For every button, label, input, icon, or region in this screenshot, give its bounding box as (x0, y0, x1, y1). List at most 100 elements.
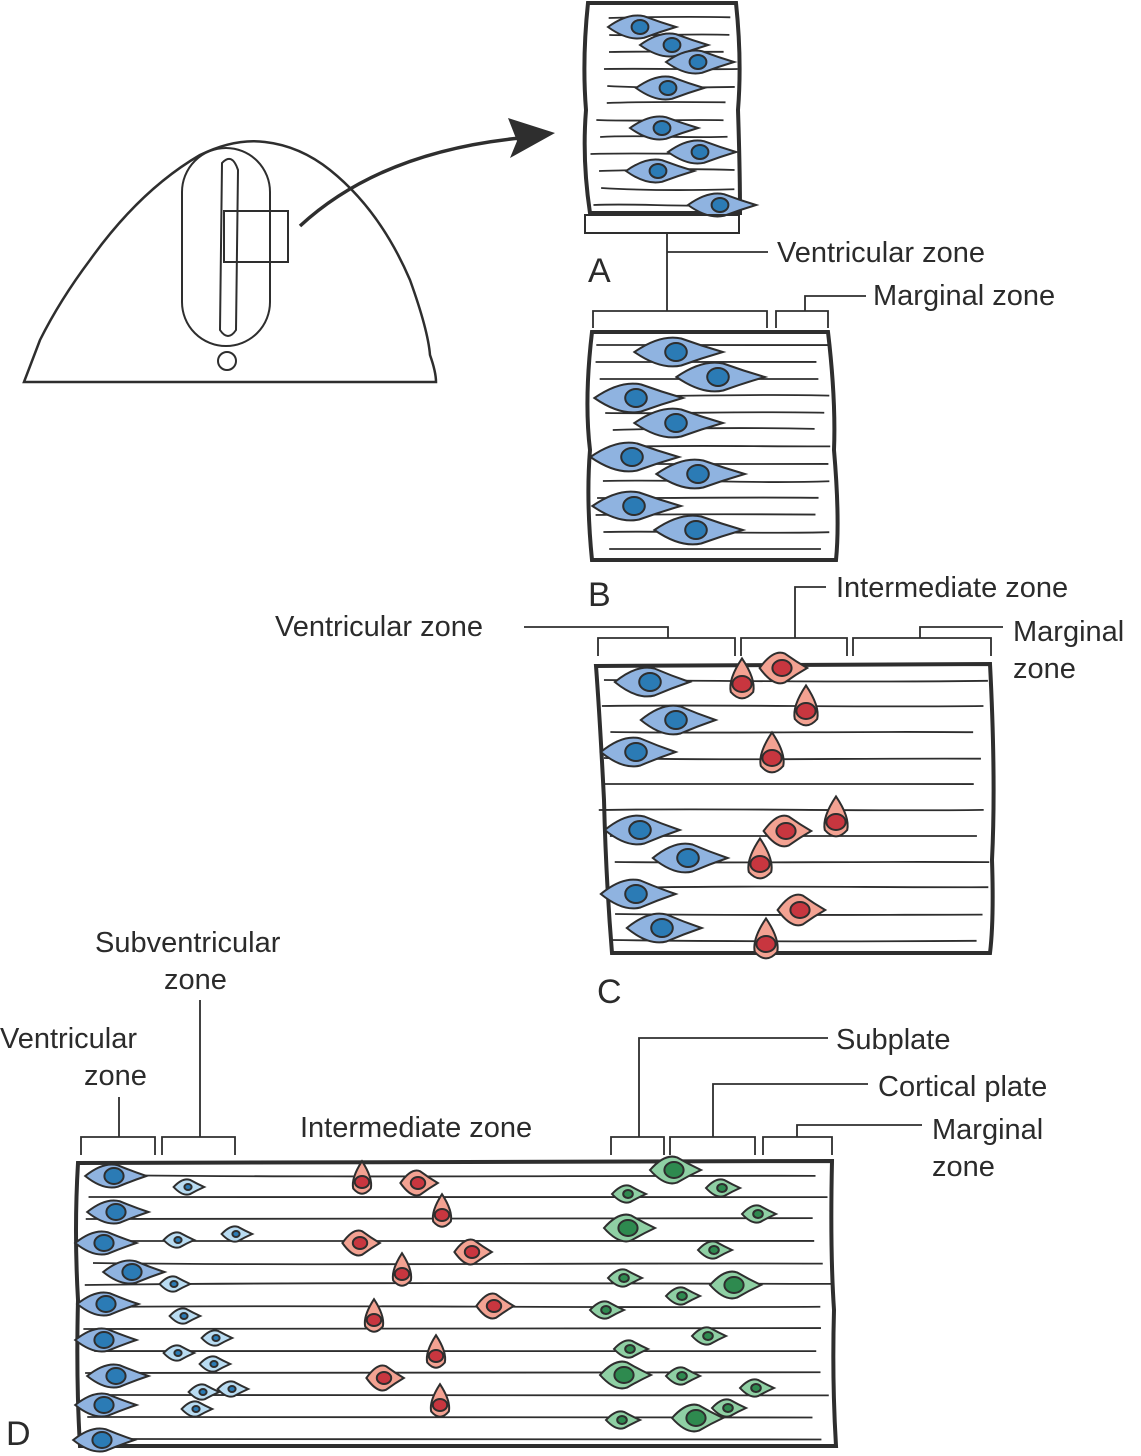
migrating-neuron (425, 1333, 447, 1369)
ventricular-cell (632, 336, 727, 368)
panel-d-cells (71, 1155, 779, 1453)
subventricular-cell-nucleus (191, 1405, 201, 1413)
migrating-neuron-nucleus (749, 855, 771, 873)
sample-arrow (298, 136, 521, 228)
ventricular-cell-nucleus (688, 54, 708, 70)
radial-fiber (601, 704, 984, 708)
migrating-neuron (399, 1169, 440, 1197)
ventricular-cell (628, 115, 702, 141)
bracket-d-cortical-plate (669, 1083, 868, 1155)
cortical-neuron (670, 1403, 726, 1433)
label-d-subventricular-line2: zone (164, 964, 227, 996)
radial-fiber (598, 808, 984, 812)
panel-d-fibers (83, 1174, 832, 1441)
ventricular-cell-nucleus (95, 1295, 117, 1313)
cortical-neuron (740, 1204, 779, 1224)
label-d-ventricular-line2: zone (84, 1060, 147, 1092)
subventricular-cell-nucleus (231, 1230, 241, 1238)
radial-fiber (97, 1305, 821, 1309)
cortical-neuron-nucleus (676, 1371, 688, 1381)
arrowhead-icon (508, 118, 555, 158)
subventricular-cell-nucleus (183, 1183, 193, 1191)
migrating-neuron (729, 656, 755, 700)
migrating-neuron-nucleus (433, 1208, 451, 1222)
cortical-neuron-nucleus (722, 1403, 734, 1413)
subventricular-cell-nucleus (169, 1280, 179, 1288)
ventricular-cell-nucleus (664, 342, 688, 362)
cortical-neuron-nucleus (617, 1219, 639, 1237)
cortical-neuron (704, 1178, 743, 1198)
bracket-d-subplate (610, 1037, 828, 1155)
radial-fiber (601, 187, 735, 192)
label-b-marginal-zone: Marginal zone (873, 280, 1055, 312)
ventricular-cell (73, 1392, 140, 1418)
cortical-neuron-nucleus (676, 1291, 688, 1301)
embryo-outline (22, 140, 438, 384)
subventricular-cell-nucleus (209, 1360, 219, 1368)
migrating-neuron-nucleus (825, 813, 847, 831)
migrating-neuron (341, 1229, 382, 1257)
d-zone-brackets: Subventricular zone Ventricular zone Int… (0, 927, 1047, 1183)
ventricular-cell (638, 32, 712, 58)
ventricular-cell (654, 458, 749, 490)
ventricular-cell (73, 1230, 140, 1256)
subventricular-cell-nucleus (198, 1388, 208, 1396)
ventricular-cell-nucleus (91, 1431, 113, 1449)
cortical-neuron-nucleus (616, 1415, 628, 1425)
ventricular-cell (588, 441, 683, 473)
ventricular-cell-nucleus (622, 496, 646, 516)
panel-b: B (585, 330, 840, 614)
label-d-marginal-line2: zone (932, 1151, 995, 1183)
cortical-neuron (602, 1213, 658, 1243)
subventricular-cell (158, 1275, 193, 1293)
migrating-neuron-nucleus (485, 1299, 503, 1313)
radial-fiber (85, 1370, 821, 1374)
ventricular-cell (75, 1291, 142, 1317)
radial-fiber (606, 101, 726, 104)
subventricular-cell (172, 1178, 207, 1196)
ventricular-cell-nucleus (686, 464, 710, 484)
panel-b-cells (588, 336, 769, 546)
migrating-neuron (762, 814, 814, 848)
ventricular-cell-nucleus (658, 80, 678, 96)
migrating-neuron (365, 1364, 406, 1392)
subventricular-cell-nucleus (211, 1334, 221, 1342)
label-d-cortical-plate: Cortical plate (878, 1071, 1047, 1103)
radial-fiber (93, 1174, 816, 1178)
ventricular-cell (625, 912, 705, 944)
ventricular-cell (666, 139, 740, 165)
cortical-neuron (648, 1155, 704, 1185)
panel-a-base (584, 214, 740, 234)
ventricular-cell-nucleus (676, 848, 700, 868)
cortical-neuron (664, 1286, 703, 1306)
cortical-neuron-nucleus (716, 1183, 728, 1193)
subventricular-cell (187, 1383, 222, 1401)
bracket-d-subventricular (161, 1000, 236, 1155)
cortical-neuron (664, 1366, 703, 1386)
ventricular-cell (71, 1427, 138, 1453)
migrating-neuron (753, 916, 779, 960)
cortical-neuron (738, 1378, 777, 1398)
neural-tube-outline (181, 147, 271, 347)
subventricular-cell (200, 1329, 235, 1347)
panel-c: C (593, 651, 996, 1011)
ventricular-cell-nucleus (628, 820, 652, 840)
ventricular-cell-nucleus (706, 367, 730, 387)
cortical-neuron-nucleus (613, 1366, 635, 1384)
label-d-ventricular-line1: Ventricular (0, 1023, 137, 1055)
cortical-neuron-nucleus (708, 1245, 720, 1255)
ventricular-cell (639, 704, 719, 736)
panel-d: D (6, 1155, 839, 1453)
panel-c-cells (599, 651, 849, 960)
migrating-neuron-nucleus (375, 1371, 393, 1385)
ventricular-cell (664, 49, 738, 75)
cortical-neuron (604, 1410, 643, 1430)
ventricular-cell-nucleus (620, 447, 644, 467)
ventricular-cell-nucleus (103, 1167, 125, 1185)
migrating-neuron-nucleus (789, 901, 811, 919)
ventricular-cell-nucleus (662, 37, 682, 53)
ventricular-cell (83, 1163, 150, 1189)
migrating-neuron-nucleus (393, 1267, 411, 1281)
label-a-ventricular-zone: Ventricular zone (777, 237, 985, 269)
